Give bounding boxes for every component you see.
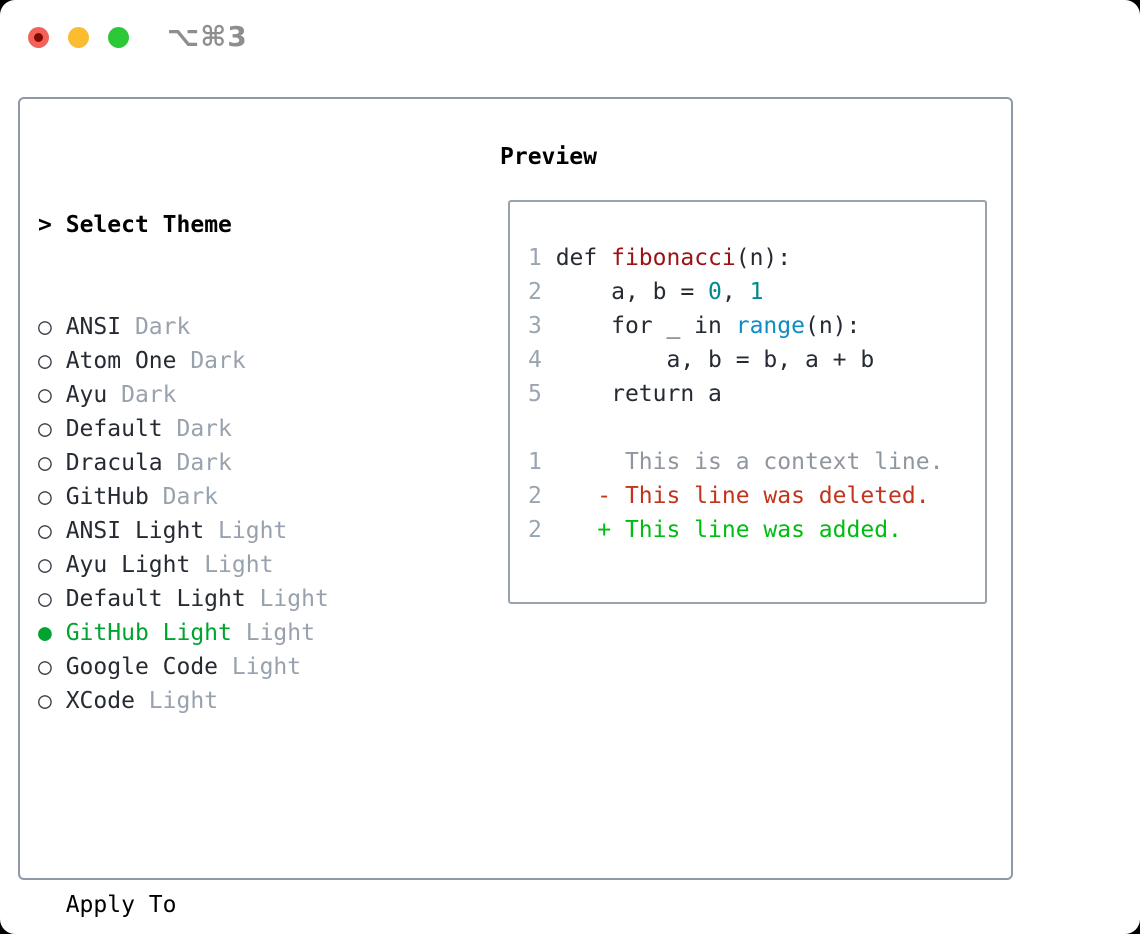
theme-option-label: XCode	[51, 688, 135, 714]
select-theme-header: > Select Theme	[38, 208, 462, 242]
code-line: 3 for _ in range(n):	[528, 309, 985, 343]
theme-option-label: GitHub	[51, 484, 149, 510]
spacer	[38, 786, 462, 820]
theme-variant-label: Dark	[107, 382, 177, 408]
code-token: 1	[749, 279, 764, 305]
code-token	[542, 517, 597, 543]
radio-off-icon: ○	[38, 552, 52, 578]
minimize-button[interactable]	[68, 27, 89, 48]
theme-option-ansi-light[interactable]: ○ ANSI Light Light	[38, 514, 462, 548]
theme-option-google-code[interactable]: ○ Google Code Light	[38, 650, 462, 684]
code-token: ,	[721, 279, 750, 305]
theme-option-github[interactable]: ○ GitHub Dark	[38, 480, 462, 514]
radio-on-icon: ●	[38, 620, 52, 646]
theme-variant-label: Light	[134, 688, 219, 714]
line-number: 1	[528, 449, 542, 475]
radio-off-icon: ○	[38, 348, 52, 374]
line-number: 4	[528, 347, 542, 373]
theme-option-ansi[interactable]: ○ ANSI Dark	[38, 310, 462, 344]
code-token: (n):	[735, 245, 792, 271]
theme-option-xcode[interactable]: ○ XCode Light	[38, 684, 462, 718]
theme-variant-label: Light	[190, 552, 274, 578]
theme-option-atom-one[interactable]: ○ Atom One Dark	[38, 344, 462, 378]
code-line: 1 This is a context line.	[528, 445, 985, 479]
theme-option-ayu-light[interactable]: ○ Ayu Light Light	[38, 548, 462, 582]
code-token: - This line was deleted.	[597, 483, 930, 509]
theme-variant-label: Dark	[148, 484, 219, 510]
zoom-button[interactable]	[108, 27, 129, 48]
radio-off-icon: ○	[38, 688, 52, 714]
code-token: 0	[708, 279, 722, 305]
theme-option-label: Google Code	[51, 654, 219, 680]
code-token: (n):	[804, 313, 861, 339]
code-line	[528, 411, 985, 445]
code-line: 4 a, b = b, a + b	[528, 343, 985, 377]
code-token: a, b =	[541, 279, 709, 305]
radio-off-icon: ○	[38, 314, 52, 340]
theme-variant-label: Light	[245, 586, 329, 612]
preview-title: Preview	[500, 144, 597, 170]
radio-off-icon: ○	[38, 416, 52, 442]
radio-off-icon: ○	[38, 586, 52, 612]
theme-variant-label: Light	[231, 620, 315, 646]
line-number: 2	[528, 517, 542, 543]
theme-option-label: Atom One	[51, 348, 177, 374]
code-token: range	[735, 313, 805, 339]
theme-option-label: ANSI Light	[51, 518, 205, 544]
theme-option-label: Default	[51, 416, 163, 442]
theme-option-ayu[interactable]: ○ Ayu Dark	[38, 378, 462, 412]
theme-variant-label: Light	[204, 518, 288, 544]
theme-variant-label: Light	[218, 654, 302, 680]
code-token: This is a context line.	[541, 449, 944, 475]
code-line: 2 + This line was added.	[528, 513, 985, 547]
theme-variant-label: Dark	[121, 314, 191, 340]
theme-option-github-light[interactable]: ● GitHub Light Light	[38, 616, 462, 650]
radio-off-icon: ○	[38, 484, 52, 510]
theme-option-label: Ayu	[51, 382, 108, 408]
theme-option-default-light[interactable]: ○ Default Light Light	[38, 582, 462, 616]
theme-variant-label: Dark	[162, 416, 232, 442]
theme-option-dracula[interactable]: ○ Dracula Dark	[38, 446, 462, 480]
code-line: 1 def fibonacci(n):	[528, 241, 985, 275]
code-token: def	[541, 245, 612, 271]
theme-option-default[interactable]: ○ Default Dark	[38, 412, 462, 446]
radio-off-icon: ○	[38, 382, 52, 408]
code-line: 2 - This line was deleted.	[528, 479, 985, 513]
window-title-shortcut: ⌥⌘3	[167, 20, 248, 53]
theme-option-label: Ayu Light	[51, 552, 191, 578]
code-token: fibonacci	[611, 245, 736, 271]
theme-variant-label: Dark	[176, 348, 246, 374]
code-token: for _ in	[541, 313, 736, 339]
theme-variant-label: Dark	[162, 450, 232, 476]
code-token: a, b = b, a + b	[541, 347, 875, 373]
close-button[interactable]	[28, 27, 49, 48]
line-number: 2	[528, 279, 542, 305]
theme-selector-column: > Select Theme ○ ANSI Dark○ Atom One Dar…	[38, 140, 462, 934]
line-number: 3	[528, 313, 542, 339]
theme-option-label: Default Light	[51, 586, 246, 612]
radio-off-icon: ○	[38, 654, 52, 680]
radio-off-icon: ○	[38, 518, 52, 544]
code-token: return a	[541, 381, 722, 407]
code-line: 2 a, b = 0, 1	[528, 275, 985, 309]
line-number: 2	[528, 483, 542, 509]
theme-option-label: GitHub Light	[51, 620, 232, 646]
radio-off-icon: ○	[38, 450, 52, 476]
line-number: 5	[528, 381, 542, 407]
prompt-icon: >	[38, 212, 52, 238]
line-number: 1	[528, 245, 542, 271]
titlebar	[28, 27, 129, 48]
theme-option-label: ANSI	[51, 314, 122, 340]
code-token: + This line was added.	[597, 517, 902, 543]
theme-list: ○ ANSI Dark○ Atom One Dark○ Ayu Dark○ De…	[38, 310, 462, 718]
code-line: 5 return a	[528, 377, 985, 411]
select-theme-title: Select Theme	[65, 212, 232, 238]
theme-option-label: Dracula	[51, 450, 163, 476]
code-token	[542, 483, 597, 509]
apply-to-header: Apply To	[65, 892, 177, 918]
